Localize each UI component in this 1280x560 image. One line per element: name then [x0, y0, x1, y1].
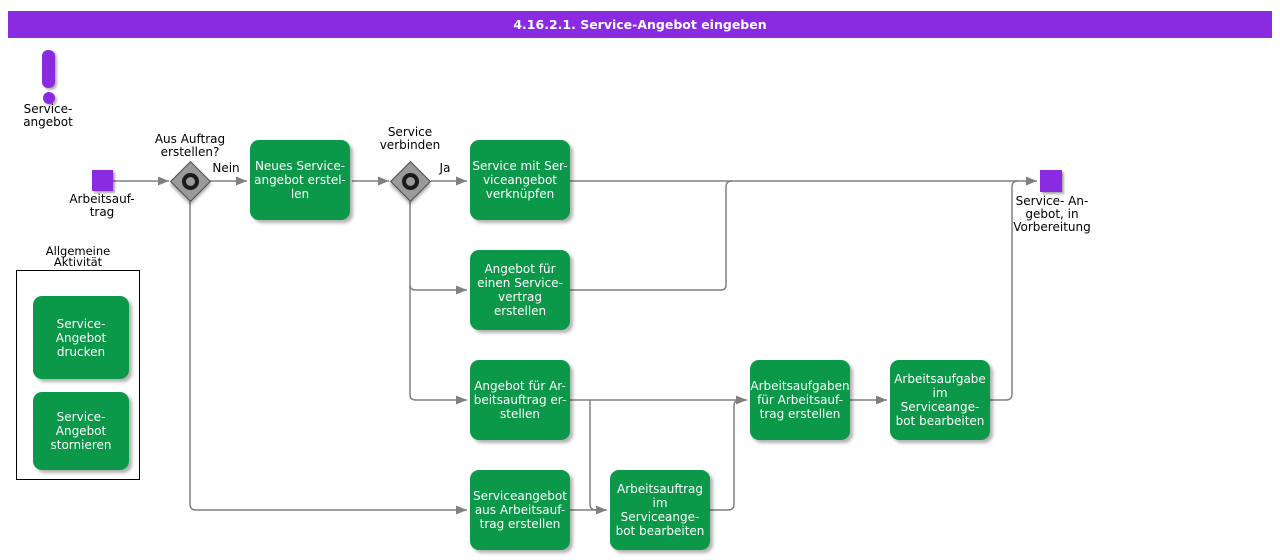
task-arbeitsaufgaben-erstellen[interactable]: Arbeitsaufgaben für Arbeitsauf- trag ers…: [750, 360, 850, 440]
exclamation-icon-dot: [43, 92, 55, 104]
input-event-label: Arbeitsauf- trag: [69, 192, 135, 219]
task-serviceangebot-aus-arbeitsauftrag[interactable]: Serviceangebot aus Arbeitsauf- trag erst…: [470, 470, 570, 550]
diagram-title: 4.16.2.1. Service-Angebot eingeben: [513, 17, 767, 32]
task-arbeitsaufgabe-bearbeiten[interactable]: Arbeitsaufgabe im Serviceange- bot bearb…: [890, 360, 990, 440]
exclamation-icon: [42, 50, 55, 88]
diagram-title-bar: 4.16.2.1. Service-Angebot eingeben: [8, 11, 1272, 38]
general-panel-title: Allgemeine Aktivität: [45, 246, 111, 269]
output-event-serviceangebot[interactable]: [1040, 170, 1062, 192]
start-note-label: Service- angebot: [23, 102, 73, 129]
task-angebot-servicevertrag-erstellen[interactable]: Angebot für einen Service- vertrag erste…: [470, 250, 570, 330]
gateway-2-circle-icon: [402, 173, 419, 190]
gateway-1-circle-icon: [182, 173, 199, 190]
task-arbeitsauftrag-im-serviceangebot[interactable]: Arbeitsauftrag im Serviceange- bot bearb…: [610, 470, 710, 550]
gateway-2-branch-label: Ja: [439, 161, 451, 175]
task-serviceangebot-drucken[interactable]: Service-Angebot drucken: [33, 296, 129, 379]
task-serviceangebot-stornieren[interactable]: Service-Angebot stornieren: [33, 392, 129, 470]
general-activities-panel: Service-Angebot drucken Service-Angebot …: [16, 270, 140, 480]
output-event-label: Service- An- gebot, in Vorbereitung: [1013, 194, 1091, 234]
gateway-1-question: Aus Auftrag erstellen?: [154, 132, 226, 159]
task-angebot-arbeitsauftrag-erstellen[interactable]: Angebot für Ar- beitsauftrag er- stellen: [470, 360, 570, 440]
gateway-1-branch-label: Nein: [212, 161, 240, 175]
task-neues-serviceangebot-erstellen[interactable]: Neues Service- angebot erstel- len: [250, 140, 350, 220]
task-service-mit-serviceangebot-verknuepfen[interactable]: Service mit Ser- viceangebot verknüpfen: [470, 140, 570, 220]
input-event-arbeitsauftrag[interactable]: [92, 170, 113, 191]
gateway-2-question: Service verbinden: [379, 125, 441, 152]
